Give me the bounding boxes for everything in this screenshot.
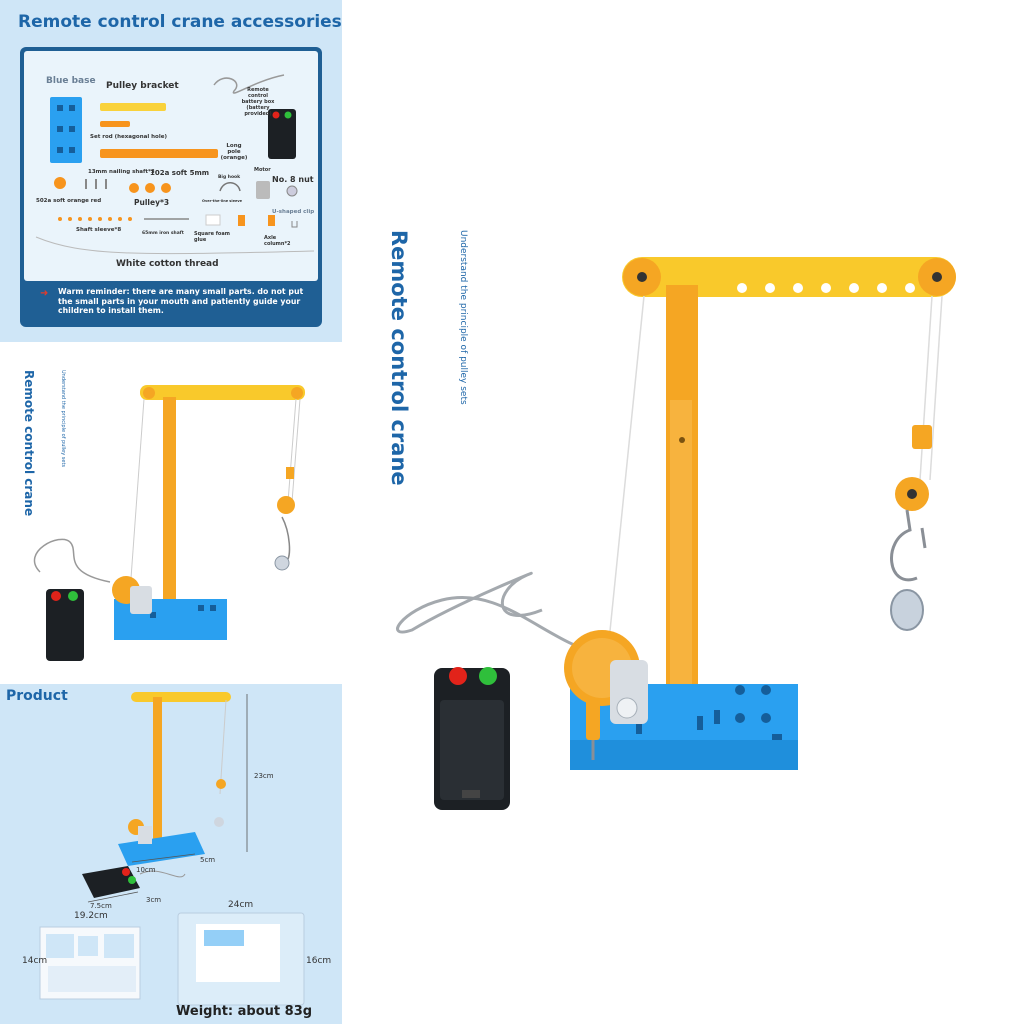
dim-package1-height: 14cm <box>22 956 48 966</box>
dim-package2-width: 24cm <box>228 900 254 910</box>
label-foam-glue: Square foam glue <box>194 231 230 243</box>
label-thread: White cotton thread <box>116 259 219 269</box>
parts-illustration <box>35 74 315 255</box>
crane-side-illustration <box>33 385 305 661</box>
label-nailing-shaft: 13mm nailing shaft*3 <box>88 169 155 175</box>
crane-main-illustration <box>396 257 956 810</box>
label-shaft-sleeve: Shaft sleeve*8 <box>76 227 122 233</box>
dim-package1-width: 19.2cm <box>74 911 108 921</box>
warning-arrow-icon: ➜ <box>40 288 49 299</box>
accessories-card: Blue base Pulley bracket Remote control … <box>20 47 322 327</box>
label-nut: No. 8 nut <box>272 175 314 184</box>
dim-package2-height: 16cm <box>306 956 332 966</box>
label-soft-orange: 502a soft orange red <box>36 198 102 204</box>
product-weight: Weight: about 83g <box>176 1004 313 1019</box>
label-soft-5mm: 102a soft 5mm <box>150 169 210 177</box>
accessories-title: Remote control crane accessories <box>18 12 342 32</box>
dim-box-width: 7.5cm <box>90 902 112 910</box>
main-view-panel: Remote control crane Understand the prin… <box>342 0 1024 1024</box>
product-title: Product <box>6 688 68 704</box>
label-pulley-bracket: Pulley bracket <box>106 81 179 91</box>
label-blue-base: Blue base <box>46 76 96 86</box>
label-set-rod: Set rod (hexagonal hole) <box>90 134 167 140</box>
label-pulley: Pulley*3 <box>134 198 170 207</box>
dim-base-depth: 5cm <box>200 856 216 864</box>
label-long-pole: Long pole (orange) <box>220 143 248 161</box>
label-u-clip: U-shaped clip <box>272 209 315 215</box>
product-panel: Product 23cm 10cm 5cm 7.5cm 3cm 19.2cm 1… <box>0 684 342 1024</box>
label-big-hook: Big hook <box>218 175 241 180</box>
warning-text: Warm reminder: there are many small part… <box>58 287 304 315</box>
label-tiny: Over-the-line sleeve <box>202 199 242 203</box>
accessories-panel: Remote control crane accessories <box>0 0 342 342</box>
side-view-panel: Remote control crane Understand the prin… <box>0 342 342 684</box>
label-remote-box: Remote control battery box (battery prov… <box>241 87 275 117</box>
label-iron-shaft: 65mm iron shaft <box>142 231 184 236</box>
label-axle-column: Axle column*2 <box>264 235 291 247</box>
product-illustration <box>39 692 305 1006</box>
dim-height: 23cm <box>254 772 274 780</box>
dim-base-width: 10cm <box>136 866 156 874</box>
parts-area: Blue base Pulley bracket Remote control … <box>24 51 318 281</box>
dim-box-depth: 3cm <box>146 896 162 904</box>
label-motor: Motor <box>254 167 271 173</box>
